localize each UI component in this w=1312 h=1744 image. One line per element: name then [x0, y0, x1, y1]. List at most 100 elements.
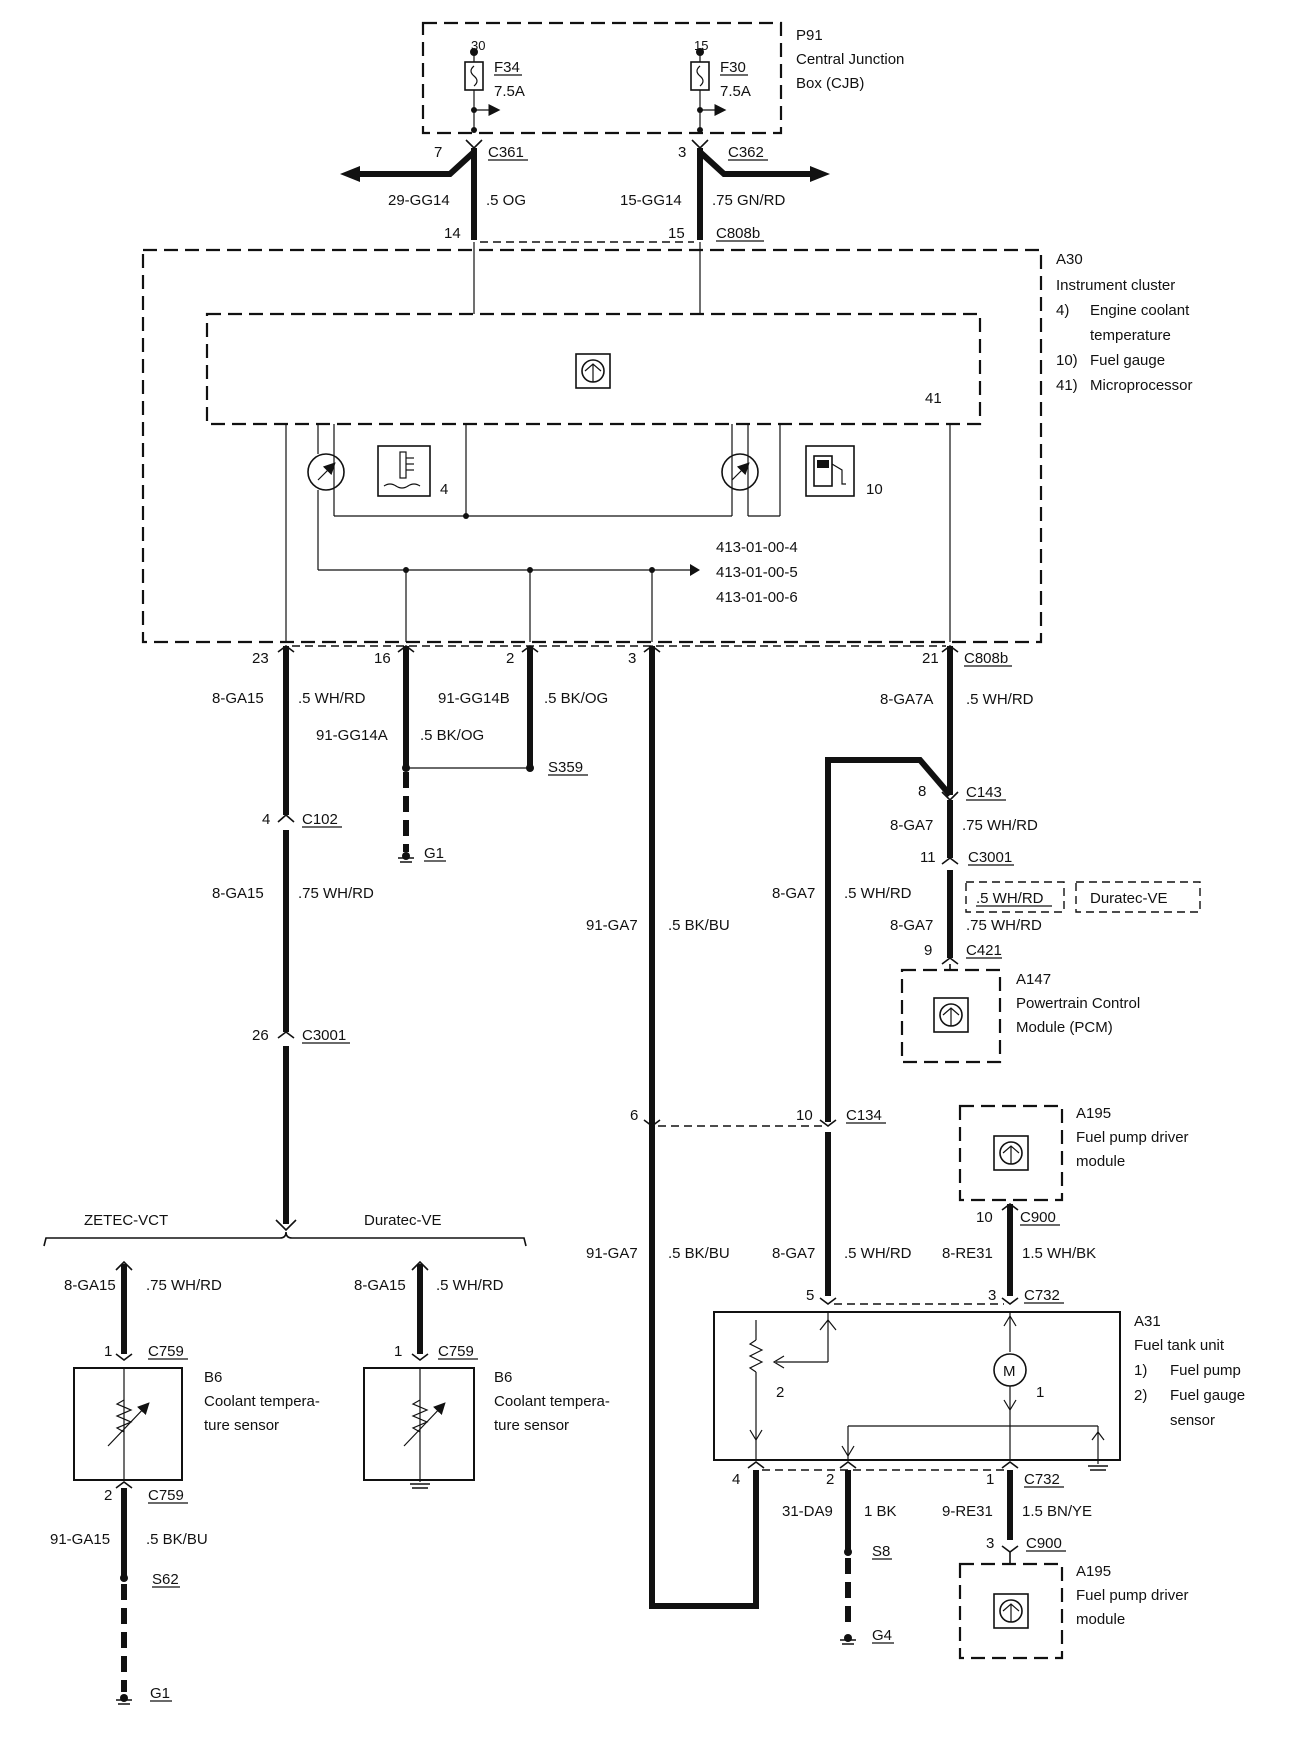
c134-id: C134 — [846, 1107, 882, 1124]
fuse-f30: 15 F30 7.5A — [690, 38, 751, 133]
wire-16-circuit: 91-GG14A — [316, 727, 388, 744]
tank-label-1: 1 — [1036, 1384, 1044, 1401]
microprocessor-box: 41 — [205, 312, 982, 426]
fpdm-top-ref: A195 — [1076, 1105, 1111, 1122]
c759-left-pin2: 2 — [104, 1487, 112, 1504]
tank-legend-1-text: Fuel pump — [1170, 1362, 1241, 1379]
wire-16-spec: .5 BK/OG — [420, 727, 484, 744]
c759-right-id: C759 — [438, 1343, 474, 1360]
sensor-left-wire-circuit: 8-GA15 — [64, 1277, 116, 1294]
splice-s62: S62 — [152, 1571, 179, 1588]
fpdm-bottom-line1: Fuel pump driver — [1076, 1587, 1189, 1604]
wire-2-circuit: 91-GG14B — [438, 690, 510, 707]
sensor-left-wire2-circuit: 91-GA15 — [50, 1531, 110, 1548]
c732-top-pin3: 3 — [988, 1287, 996, 1304]
lower-re-circuit: 8-RE31 — [942, 1245, 993, 1262]
fpdm-top-icon — [993, 1135, 1029, 1171]
cjb-name-line2: Box (CJB) — [796, 75, 864, 92]
c900-top-pin: 10 — [976, 1209, 993, 1226]
ground-g1-top: G1 — [424, 845, 444, 862]
thermistor-icon — [115, 1399, 133, 1433]
wire-3-spec: .5 BK/BU — [668, 917, 730, 934]
coolant-sensor-left: B6 Coolant tempera- ture sensor — [73, 1367, 320, 1481]
fuel-pump-driver-module-top: A195 Fuel pump driver module — [958, 1104, 1189, 1202]
tank-ref: A31 — [1134, 1313, 1161, 1330]
c900-top-id: C900 — [1020, 1209, 1056, 1226]
fuel-gauge: 10 — [721, 445, 883, 498]
pin-2: 2 — [506, 650, 514, 667]
coolant-gauge: 4 — [307, 445, 448, 498]
pin-3: 3 — [628, 650, 636, 667]
variant-engine: Duratec-VE — [1090, 890, 1168, 907]
fpdm-bottom-line2: module — [1076, 1611, 1125, 1628]
splice-s8: S8 — [872, 1543, 890, 1560]
pcm-module: A147 Powertrain Control Module (PCM) — [900, 968, 1140, 1064]
tank-legend-2-text2: sensor — [1170, 1412, 1215, 1429]
pcm-wire-right-circuit: 8-GA7 — [890, 917, 933, 934]
pcm-line1: Powertrain Control — [1016, 995, 1140, 1012]
wire-15-spec: .75 GN/RD — [712, 192, 786, 209]
ground-g1-bottom: G1 — [150, 1685, 170, 1702]
cluster-legend-4-n: 4) — [1056, 302, 1069, 319]
lower-wire7-spec: .5 WH/RD — [844, 1245, 912, 1262]
tank-legend-2-text: Fuel gauge — [1170, 1387, 1245, 1404]
wire-23-spec: .5 WH/RD — [298, 690, 366, 707]
cluster-ref-1: 413-01-00-4 — [716, 539, 798, 556]
c3001-left-pin: 26 — [252, 1027, 269, 1044]
fpdm-bottom-icon — [993, 1593, 1029, 1629]
pcm-wire-right-spec: .75 WH/RD — [966, 917, 1042, 934]
ground-g4: G4 — [872, 1627, 892, 1644]
c102-pin: 4 — [262, 811, 270, 828]
tank-label-2: 2 — [776, 1384, 784, 1401]
coolant-temperature-icon — [377, 445, 431, 497]
sensor-left-line1: Coolant tempera- — [204, 1393, 320, 1410]
cluster-ref-3: 413-01-00-6 — [716, 589, 798, 606]
c143-wire-spec: .75 WH/RD — [962, 817, 1038, 834]
sensor-right-line2: ture sensor — [494, 1417, 569, 1434]
cjb-ref: P91 — [796, 27, 823, 44]
cluster-legend-4-text: Engine coolant — [1090, 302, 1190, 319]
sensor-right-ref: B6 — [494, 1369, 512, 1386]
variant-spec: .5 WH/RD — [976, 890, 1044, 907]
pcm-icon — [933, 997, 969, 1033]
c759-right-pin: 1 — [394, 1343, 402, 1360]
wire-21-circuit: 8-GA7A — [880, 691, 933, 708]
c361-pin: 7 — [434, 144, 442, 161]
c3001-left-id: C3001 — [302, 1027, 346, 1044]
wire-29-spec: .5 OG — [486, 192, 526, 209]
c732-bot-pin2: 2 — [826, 1471, 834, 1488]
variant-bracket — [43, 1231, 527, 1247]
pcm-ref: A147 — [1016, 971, 1051, 988]
variant-right: Duratec-VE — [364, 1212, 442, 1229]
potentiometer-icon — [748, 1339, 764, 1373]
c3001-right-id: C3001 — [968, 849, 1012, 866]
fuse-f30-rating: 7.5A — [720, 83, 751, 100]
pin-21: 21 — [922, 650, 939, 667]
c361-id: C361 — [488, 144, 524, 161]
c732-bot-pin1: 1 — [986, 1471, 994, 1488]
pin-16: 16 — [374, 650, 391, 667]
c143-pin: 8 — [918, 783, 926, 800]
fuel-pump-driver-module-bottom: A195 Fuel pump driver module — [958, 1562, 1189, 1660]
c759-left-pin1: 1 — [104, 1343, 112, 1360]
cluster-name: Instrument cluster — [1056, 277, 1175, 294]
bot-da-spec: 1 BK — [864, 1503, 897, 1520]
c732-bot-pin4: 4 — [732, 1471, 740, 1488]
branch-left — [360, 149, 477, 177]
c759-left-id1: C759 — [148, 1343, 184, 1360]
fpdm-top-line2: module — [1076, 1153, 1125, 1170]
c808b-pin-15: 15 — [668, 225, 685, 242]
sensor-left-line2: ture sensor — [204, 1417, 279, 1434]
variant-left: ZETEC-VCT — [84, 1212, 168, 1229]
lower-wire3-spec: .5 BK/BU — [668, 1245, 730, 1262]
sensor-left-wire-spec: .75 WH/RD — [146, 1277, 222, 1294]
c421-pin: 9 — [924, 942, 932, 959]
pin-23: 23 — [252, 650, 269, 667]
fuse-f34-rating: 7.5A — [494, 83, 525, 100]
lower-wire7-circuit: 8-GA7 — [772, 1245, 815, 1262]
bot-re-spec: 1.5 BN/YE — [1022, 1503, 1092, 1520]
c362-pin: 3 — [678, 144, 686, 161]
splice-s359: S359 — [548, 759, 583, 776]
c102-id: C102 — [302, 811, 338, 828]
